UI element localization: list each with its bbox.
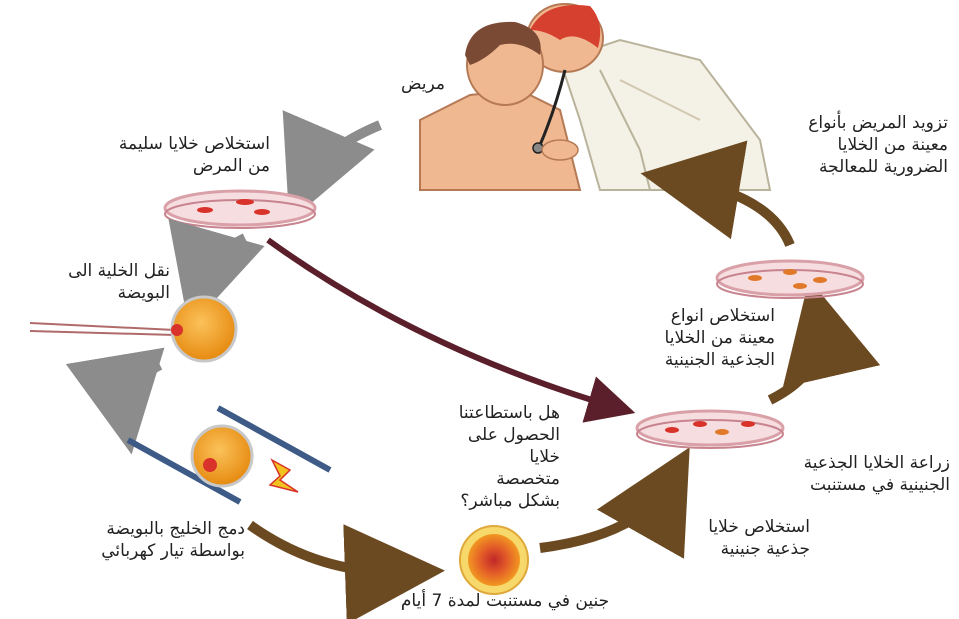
petri-dish-culture [637,411,783,448]
arrow-culture-to-specific [770,318,820,400]
label-extract-specific-types: استخلاص انواع معينة من الخلايا الجذعية ا… [600,305,775,371]
embryo [460,526,528,594]
label-fuse-cell-with-egg: دمج الخليج بالبويضة بواسطة تيار كهربائي [5,518,245,562]
label-culture-stem-cells: زراعة الخلايا الجذعية الجنينية في مستنبت [720,452,950,496]
arrow-dish-to-egg [200,238,245,290]
egg-with-pipette [30,297,236,361]
label-embryo-7-days: جنين في مستنبت لمدة 7 أيام [360,590,650,612]
arrow-fusion-to-embryo [250,525,405,572]
arrow-patient-to-dish [305,125,380,185]
petri-dish-healthy-cells [165,191,315,228]
label-extract-healthy-cells: استخلاص خلايا سليمة من المرض [20,133,270,177]
label-patient: مريض [355,73,445,95]
label-supply-patient: تزويد المريض بأنواع معينة من الخلايا الض… [700,112,948,178]
label-transfer-cell-to-egg: نقل الخلية الى البويضة [10,260,170,304]
electrofusion-illustration [128,408,330,502]
arrow-egg-to-fusion [124,365,160,415]
label-extract-embryonic-stem-cells: استخلاص خلايا جذعية جنينية [640,516,810,560]
label-question: هل باستطاعتنا الحصول على خلايا متخصصة بش… [410,402,560,512]
petri-dish-specific-types [717,261,863,298]
arrow-direct-to-culture [268,240,618,408]
